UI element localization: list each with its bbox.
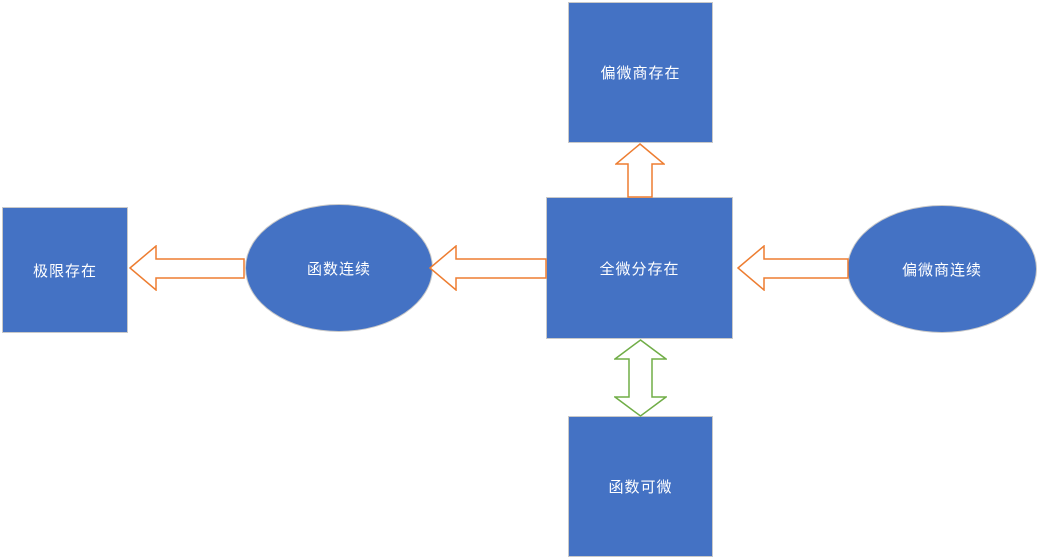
node-partial-derivatives-continuous: 偏微商连续 bbox=[847, 205, 1037, 333]
node-function-differentiable: 函数可微 bbox=[568, 416, 713, 557]
node-limit-exists-label: 极限存在 bbox=[32, 262, 97, 280]
node-function-differentiable-label: 函数可微 bbox=[608, 479, 673, 496]
node-total-differential-exists-label: 全微分存在 bbox=[599, 260, 680, 278]
arrow-function-continuous-to-limit-exists bbox=[129, 245, 245, 291]
arrow-total-differential-to-partial-exist bbox=[615, 143, 665, 198]
node-function-continuous: 函数连续 bbox=[245, 204, 433, 332]
node-partial-derivatives-continuous-label: 偏微商连续 bbox=[901, 261, 982, 279]
node-partial-derivatives-exist-label: 偏微商存在 bbox=[600, 65, 681, 82]
arrow-total-differential-function-differentiable-double bbox=[614, 339, 667, 417]
node-partial-derivatives-exist: 偏微商存在 bbox=[568, 2, 713, 143]
node-limit-exists: 极限存在 bbox=[2, 207, 128, 333]
arrow-partial-continuous-to-total-differential bbox=[737, 245, 849, 291]
node-function-continuous-label: 函数连续 bbox=[306, 260, 371, 278]
node-total-differential-exists: 全微分存在 bbox=[546, 197, 733, 339]
arrow-total-differential-to-function-continuous bbox=[429, 245, 547, 291]
